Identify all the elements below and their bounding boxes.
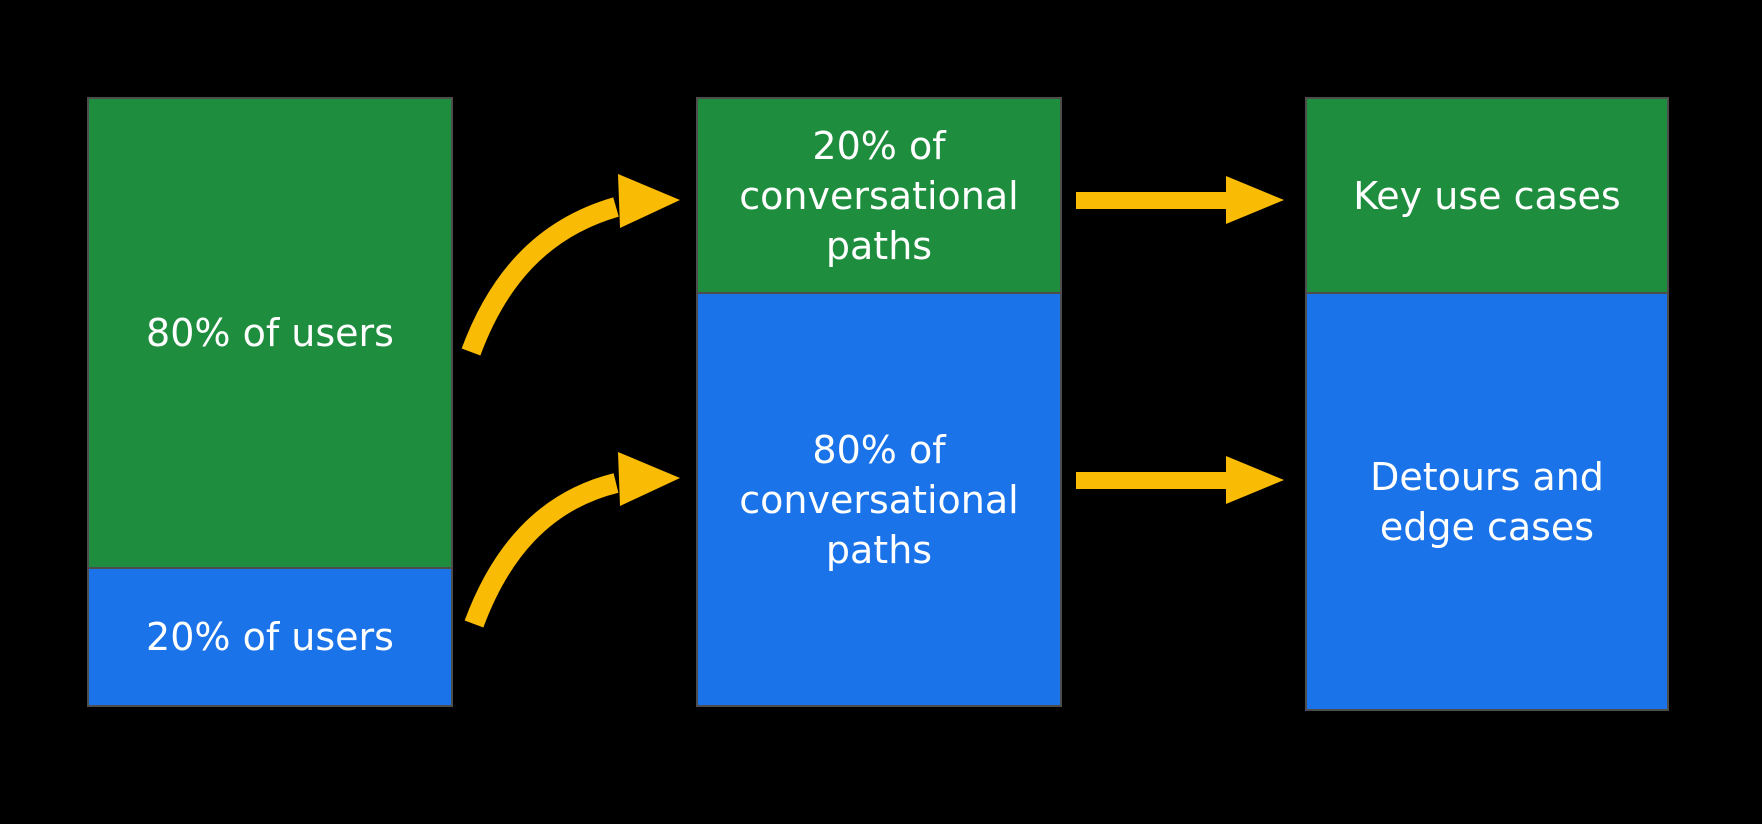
curved-arrow-users20-to-paths80-icon <box>464 452 680 628</box>
bar-users: 80% of users 20% of users <box>87 97 453 707</box>
bar-use-cases: Key use cases Detours and edge cases <box>1305 97 1669 711</box>
curved-arrow-bottom-head <box>618 452 680 506</box>
segment-users-80: 80% of users <box>89 99 451 569</box>
straight-arrow-top <box>1076 176 1284 224</box>
segment-users-20-label: 20% of users <box>146 615 394 659</box>
straight-arrow-bottom <box>1076 456 1284 504</box>
curved-arrow-top-head <box>618 174 680 228</box>
curved-arrow-bottom-shaft <box>464 473 619 628</box>
segment-detours-edge-cases: Detours and edge cases <box>1307 294 1667 709</box>
curved-arrow-top-shaft <box>461 197 619 356</box>
straight-arrow-paths20-to-key-use-cases-icon <box>1076 176 1284 224</box>
segment-paths-80: 80% of conversational paths <box>698 294 1060 705</box>
segment-paths-20: 20% of conversational paths <box>698 99 1060 294</box>
segment-paths-80-label: 80% of conversational paths <box>739 427 1019 572</box>
segment-detours-edge-cases-label: Detours and edge cases <box>1370 454 1604 549</box>
segment-key-use-cases: Key use cases <box>1307 99 1667 294</box>
segment-key-use-cases-label: Key use cases <box>1353 173 1621 218</box>
segment-users-80-label: 80% of users <box>146 311 394 355</box>
straight-arrow-paths80-to-detours-icon <box>1076 456 1284 504</box>
segment-paths-20-label: 20% of conversational paths <box>739 123 1019 268</box>
segment-users-20: 20% of users <box>89 569 451 705</box>
bar-conversational-paths: 20% of conversational paths 80% of conve… <box>696 97 1062 707</box>
curved-arrow-users80-to-paths20-icon <box>461 174 680 356</box>
